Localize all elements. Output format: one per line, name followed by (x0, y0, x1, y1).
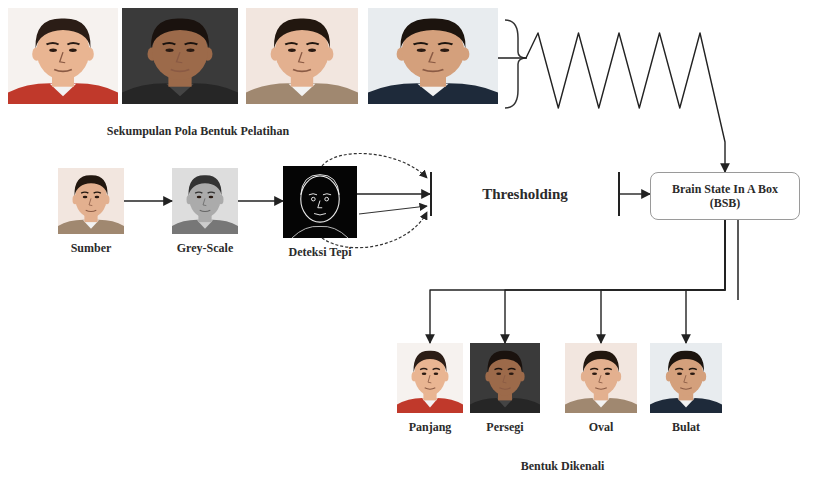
flow-arrow (505, 220, 725, 343)
image-step: Grey-Scale (172, 168, 238, 234)
flow-arrow (238, 200, 283, 201)
flow-arrow (430, 220, 725, 343)
result-photo: Oval (565, 343, 637, 413)
output-photo (470, 343, 540, 413)
process-box: Brain State In A Box (BSB) (650, 172, 800, 220)
edge-photo (283, 166, 357, 238)
flow-arrow (620, 193, 650, 194)
node-label: Panjang (409, 420, 452, 434)
node-label: Oval (589, 420, 614, 434)
process-step: Thresholding (430, 172, 620, 216)
flow-arrow (498, 33, 725, 172)
node-label: Deteksi Tepi (288, 245, 351, 259)
result-photo: Persegi (470, 343, 540, 413)
image-step: Deteksi Tepi (283, 166, 357, 238)
source-photo (58, 168, 124, 234)
node-label: Grey-Scale (177, 241, 233, 255)
flow-arrow (601, 220, 725, 343)
training-photo (122, 8, 238, 104)
flow-arrow (686, 220, 725, 343)
node-label: Brain State In A Box (BSB) (651, 182, 799, 211)
extra-arrow (359, 206, 427, 214)
flow-arrow (357, 193, 430, 194)
node-label: Persegi (486, 420, 523, 434)
bracket (505, 20, 527, 108)
result-photo: Panjang (397, 343, 463, 413)
extra-arrow (322, 154, 427, 179)
output-photo (397, 343, 463, 413)
grayscale-photo (172, 168, 238, 234)
output-photo (565, 343, 637, 413)
training-photo (368, 8, 498, 104)
extra-arrow (322, 212, 427, 248)
node-label: Bentuk Dikenali (521, 459, 605, 473)
training-set-group: Sekumpulan Pola Bentuk Pelatihan (8, 8, 498, 104)
training-photo (8, 8, 118, 104)
double-line (737, 220, 739, 300)
flow-arrow (124, 200, 172, 201)
result-photo: Bulat (650, 343, 722, 413)
training-photo (246, 8, 358, 104)
result-group: Bentuk DikenaliPanjangPersegiOvalBulat (385, 330, 740, 475)
node-label: Sumber (71, 241, 112, 255)
output-photo (650, 343, 722, 413)
image-step: Sumber (58, 168, 124, 234)
node-label: Thresholding (432, 185, 618, 203)
node-label: Bulat (672, 420, 700, 434)
node-label: Sekumpulan Pola Bentuk Pelatihan (107, 124, 289, 138)
